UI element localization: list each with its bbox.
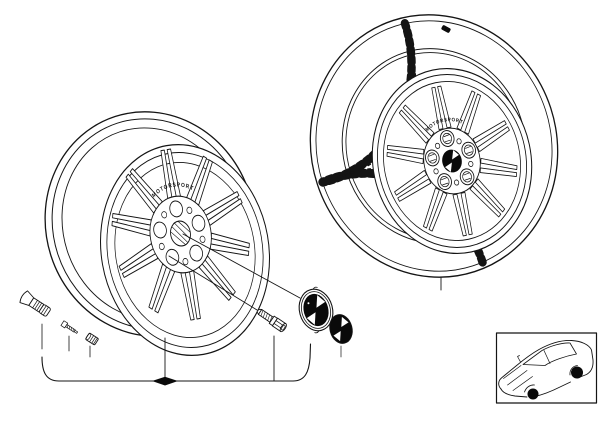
tire-valve-drawing — [19, 290, 51, 317]
tire-valve-stub — [441, 25, 451, 33]
car-front-wheel-dot — [527, 388, 539, 400]
valve-cap-drawing — [85, 332, 99, 346]
leader-line-to-large-cap — [182, 233, 301, 299]
wheel-rim-face: MOTORSPORT — [371, 67, 533, 255]
center-bore — [170, 220, 191, 247]
rim-face: MOTORSPORT — [99, 143, 271, 357]
complete-wheel-drawing: MOTORSPORT — [309, 14, 559, 291]
alloy-rim-drawing: MOTORSPORT — [44, 111, 271, 357]
car-rear-wheel-dot — [571, 366, 583, 379]
bracket-center-arrow — [152, 376, 178, 386]
wheel-hub: MOTORSPORT — [423, 113, 481, 195]
car-drawing — [498, 340, 594, 400]
group-bracket — [41, 337, 312, 386]
hub-cap-large-drawing — [298, 286, 334, 334]
wheel-bolt-drawing — [256, 308, 287, 333]
car-thumbnail-box — [495, 332, 598, 404]
hub-cap-small-drawing — [329, 314, 353, 344]
valve-core-drawing — [60, 320, 78, 334]
center-cap-emblem — [442, 149, 462, 173]
leader-line-to-bolt — [168, 255, 258, 311]
